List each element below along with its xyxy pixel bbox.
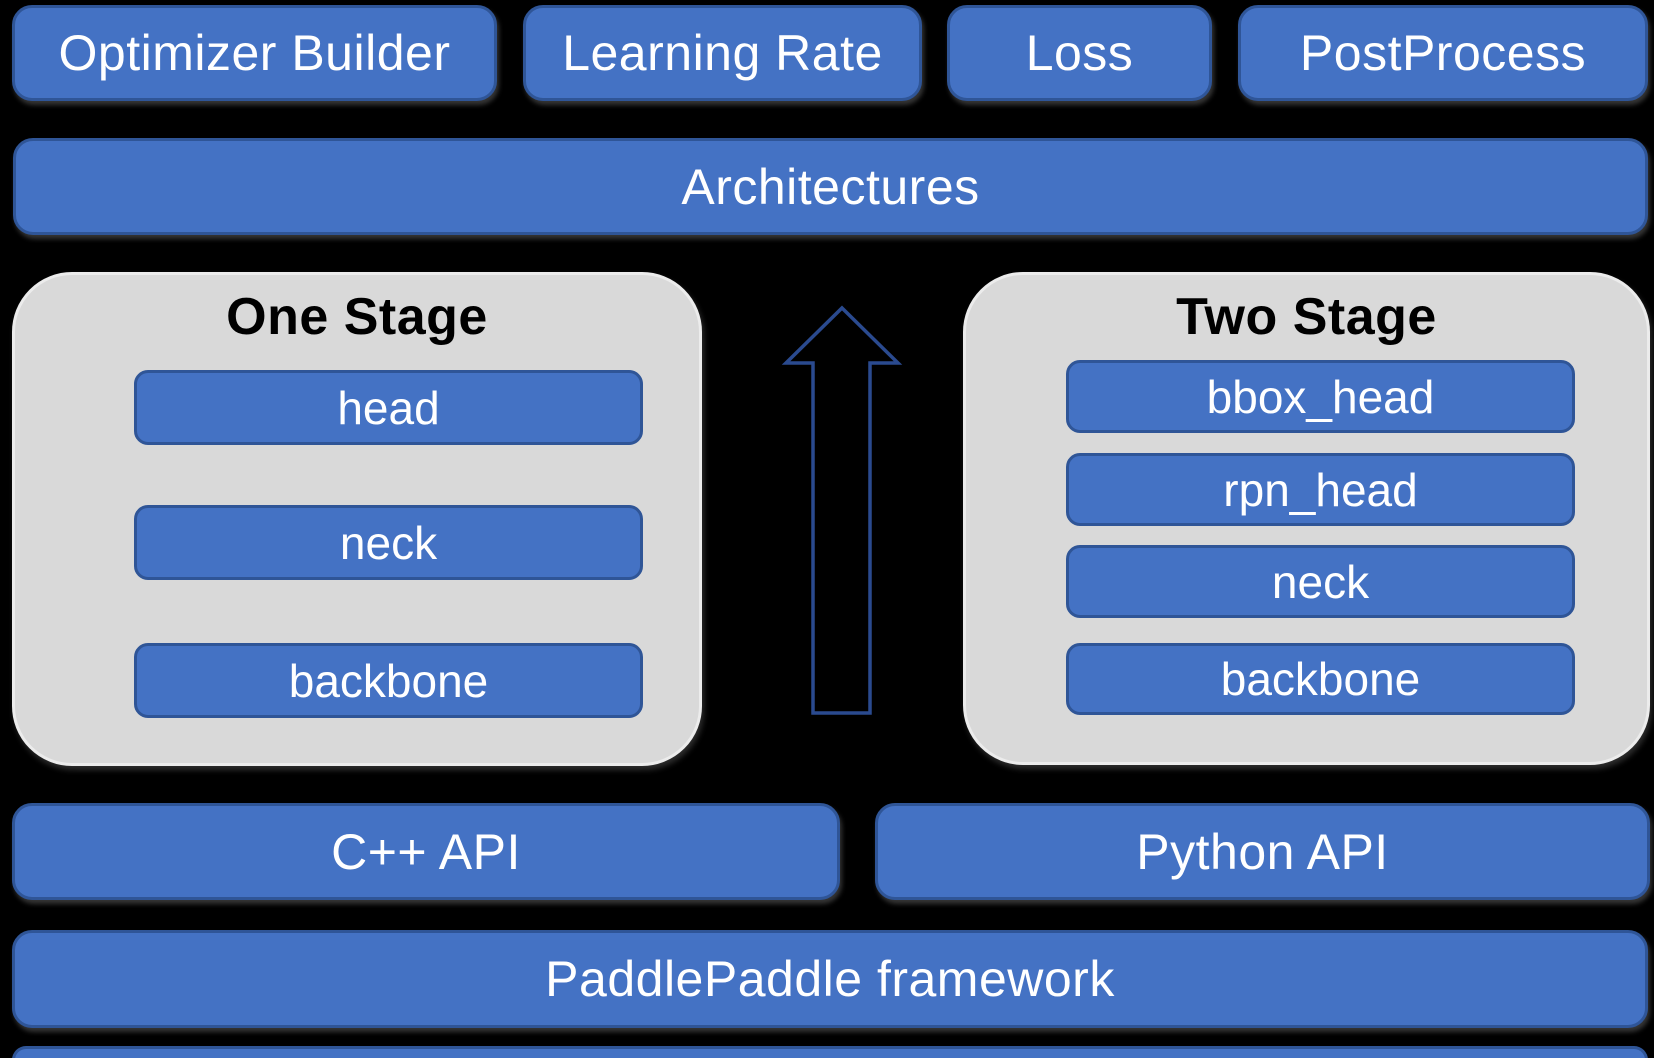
cpp-api-box: C++ API (12, 803, 840, 900)
two-stage-rpn-head-bar: rpn_head (1066, 453, 1575, 526)
two-stage-title: Two Stage (1176, 288, 1437, 346)
one-stage-panel: One Stage head neck backbone (12, 272, 702, 766)
two-stage-backbone-label: backbone (1220, 653, 1421, 705)
two-stage-panel: Two Stage bbox_head rpn_head neck backbo… (963, 272, 1650, 765)
cpp-api-label: C++ API (331, 823, 521, 880)
two-stage-neck-label: neck (1271, 555, 1370, 608)
bottom-partial-bar (12, 1046, 1648, 1058)
two-stage-bbox-head-label: bbox_head (1206, 370, 1435, 423)
paddlepaddle-framework-box: PaddlePaddle framework (12, 930, 1648, 1028)
two-stage-backbone-bar: backbone (1066, 643, 1575, 715)
postprocess-box: PostProcess (1238, 5, 1648, 101)
postprocess-label: PostProcess (1299, 25, 1587, 81)
architectures-box: Architectures (13, 138, 1648, 235)
one-stage-neck-bar: neck (134, 505, 643, 580)
up-arrow-icon (781, 305, 903, 715)
one-stage-backbone-bar: backbone (134, 643, 643, 718)
paddlepaddle-framework-label: PaddlePaddle framework (545, 951, 1115, 1007)
one-stage-head-bar: head (134, 370, 643, 445)
one-stage-title: One Stage (226, 288, 488, 346)
optimizer-builder-label: Optimizer Builder (58, 25, 451, 81)
python-api-box: Python API (875, 803, 1650, 900)
loss-label: Loss (1025, 25, 1134, 81)
optimizer-builder-box: Optimizer Builder (12, 5, 497, 101)
one-stage-neck-label: neck (339, 516, 438, 569)
two-stage-neck-bar: neck (1066, 545, 1575, 618)
two-stage-bbox-head-bar: bbox_head (1066, 360, 1575, 433)
learning-rate-box: Learning Rate (523, 5, 922, 101)
up-arrow-outline (781, 305, 903, 715)
one-stage-head-label: head (337, 381, 440, 434)
two-stage-rpn-head-label: rpn_head (1223, 463, 1418, 516)
architectures-label: Architectures (681, 158, 980, 215)
loss-box: Loss (947, 5, 1212, 101)
one-stage-backbone-label: backbone (288, 654, 489, 707)
learning-rate-label: Learning Rate (562, 25, 883, 81)
python-api-label: Python API (1136, 823, 1389, 880)
